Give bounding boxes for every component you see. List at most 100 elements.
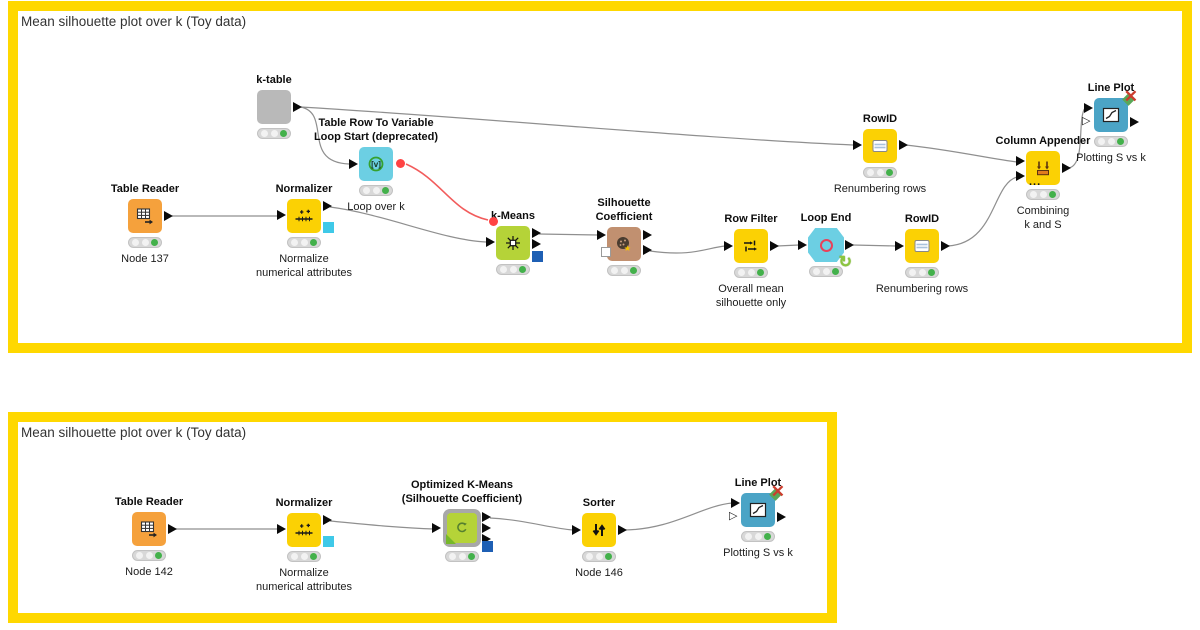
model-output-port[interactable]: [323, 536, 334, 547]
node-row-filter[interactable]: Row Filter Overall mean silhouette only: [716, 213, 786, 309]
connection[interactable]: [947, 176, 1018, 247]
sorter-node-body[interactable]: [582, 513, 616, 547]
output-port[interactable]: [164, 211, 173, 221]
loop-end-node-body[interactable]: [808, 228, 844, 262]
connection[interactable]: [489, 517, 574, 531]
connection[interactable]: [538, 233, 599, 236]
node-sorter[interactable]: Sorter Node 146: [572, 497, 627, 579]
node-line-plot-2[interactable]: Line Plot ✕ ▷ Plotting S vs k: [723, 477, 793, 559]
output-port[interactable]: [482, 512, 491, 522]
node-sub-label: Renumbering rows: [833, 183, 927, 195]
output-port[interactable]: [168, 524, 177, 534]
k-table-node-body[interactable]: [257, 90, 291, 124]
node-rowid-upper[interactable]: RowID Renumbering rows: [834, 113, 926, 195]
k-means-node-body[interactable]: [496, 226, 530, 260]
input-port[interactable]: [572, 525, 581, 535]
model-output-port[interactable]: [323, 222, 334, 233]
flow-variable-output-port[interactable]: [396, 159, 405, 168]
optional-input-port[interactable]: ▷: [1082, 115, 1091, 127]
input-port[interactable]: [432, 523, 441, 533]
line-plot-node-body[interactable]: [1094, 98, 1128, 132]
input-port[interactable]: [277, 524, 286, 534]
connection[interactable]: [649, 245, 726, 254]
connection[interactable]: [852, 244, 897, 247]
connection[interactable]: [776, 244, 800, 247]
node-title: k-table: [256, 74, 292, 86]
node-rowid-lower[interactable]: RowID Renumbering rows: [876, 213, 968, 295]
loop-start-node-body[interactable]: [v]: [359, 147, 393, 181]
output-port[interactable]: [845, 240, 854, 250]
output-port[interactable]: [777, 512, 786, 522]
row-filter-node-body[interactable]: [734, 229, 768, 263]
connection[interactable]: [329, 520, 435, 530]
output-port[interactable]: [618, 525, 627, 535]
optional-input-port[interactable]: ▷: [729, 510, 738, 522]
node-line-plot[interactable]: Line Plot ✕ ▷ Plotting S vs k: [1076, 82, 1146, 164]
output-port[interactable]: [643, 230, 652, 240]
input-port[interactable]: [277, 210, 286, 220]
column-appender-node-body[interactable]: ...: [1026, 151, 1060, 188]
input-port[interactable]: [724, 241, 733, 251]
connection[interactable]: [1068, 107, 1086, 169]
input-port[interactable]: [1084, 103, 1093, 113]
output-port[interactable]: [1062, 163, 1071, 173]
node-silhouette-coefficient[interactable]: Silhouette Coefficient ★: [596, 197, 652, 276]
flow-variable-connection[interactable]: [405, 163, 489, 221]
input-port[interactable]: [853, 140, 862, 150]
model-output-port[interactable]: [532, 251, 543, 262]
input-port[interactable]: [798, 240, 807, 250]
normalizer-node-body[interactable]: [287, 199, 321, 233]
optimized-k-means-icon: [453, 519, 471, 537]
input-port[interactable]: [349, 159, 358, 169]
optional-input-port[interactable]: [601, 247, 611, 257]
node-k-means[interactable]: k-Means: [486, 210, 543, 275]
node-loop-start[interactable]: Table Row To Variable Loop Start (deprec…: [314, 117, 438, 213]
node-table-reader-2[interactable]: Table Reader Node 142: [115, 496, 183, 578]
svg-text:★: ★: [624, 244, 631, 253]
rowid-icon: [870, 136, 890, 156]
table-reader-node-body[interactable]: [128, 199, 162, 233]
connection[interactable]: [624, 502, 733, 531]
line-plot-node-body[interactable]: [741, 493, 775, 527]
rowid-node-body[interactable]: [863, 129, 897, 163]
silhouette-node-body[interactable]: ★: [607, 227, 641, 261]
output-port[interactable]: [532, 239, 541, 249]
rowid-node-body[interactable]: [905, 229, 939, 263]
output-port[interactable]: [323, 515, 332, 525]
output-port[interactable]: [643, 245, 652, 255]
table-reader-node-body[interactable]: [132, 512, 166, 546]
component-frame[interactable]: [443, 509, 481, 547]
input-port[interactable]: [1016, 171, 1025, 181]
input-port[interactable]: [1016, 156, 1025, 166]
node-optimized-k-means[interactable]: Optimized K-Means (Silhouette Coefficien…: [402, 479, 522, 562]
node-k-table[interactable]: k-table: [256, 74, 302, 139]
node-sub-label: Node 146: [575, 567, 623, 579]
output-port[interactable]: [899, 140, 908, 150]
normalizer-node-body[interactable]: [287, 513, 321, 547]
output-port[interactable]: [532, 228, 541, 238]
output-port[interactable]: [323, 201, 332, 211]
output-port[interactable]: [770, 241, 779, 251]
connection[interactable]: [905, 144, 1018, 163]
input-port[interactable]: [597, 230, 606, 240]
connection[interactable]: [300, 106, 350, 165]
input-port[interactable]: [486, 237, 495, 247]
connection[interactable]: [329, 206, 487, 243]
error-x-icon: ✕: [770, 482, 785, 501]
node-table-reader[interactable]: Table Reader Node 137: [111, 183, 179, 265]
model-output-port[interactable]: [482, 541, 493, 552]
node-normalizer[interactable]: Normalizer Normalize numerical attribute…: [256, 183, 352, 279]
node-loop-end[interactable]: Loop End ↻: [798, 212, 854, 277]
connection[interactable]: [300, 106, 854, 146]
node-normalizer-2[interactable]: Normalizer Normalize numerical attribute…: [256, 497, 352, 593]
output-port[interactable]: [482, 523, 491, 533]
input-port[interactable]: [895, 241, 904, 251]
flow-variable-input-port[interactable]: [489, 217, 498, 226]
output-port[interactable]: [293, 102, 302, 112]
output-port[interactable]: [941, 241, 950, 251]
input-port[interactable]: [731, 498, 740, 508]
node-column-appender[interactable]: Column Appender ... Combining k and S: [996, 135, 1091, 231]
workflow-annotation-top[interactable]: Mean silhouette plot over k (Toy data): [8, 1, 1192, 353]
output-port[interactable]: [482, 534, 491, 544]
output-port[interactable]: [1130, 117, 1139, 127]
